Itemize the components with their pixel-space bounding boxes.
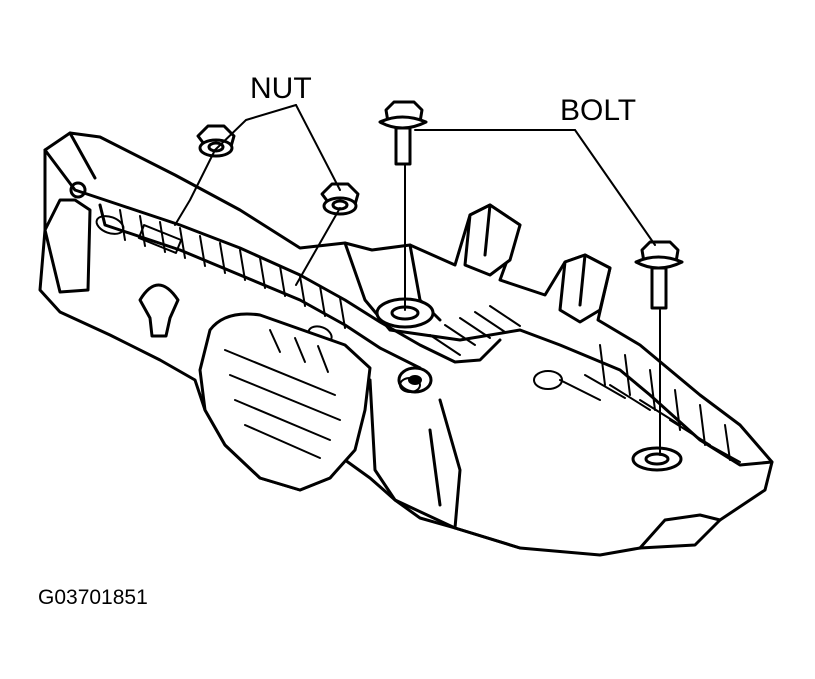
bolt-label: BOLT: [560, 94, 637, 127]
bolt-leader-lines: [404, 129, 661, 456]
bolt-1: [378, 100, 428, 166]
bolt-2: [634, 240, 684, 310]
nut-leader-lines: [174, 104, 341, 286]
engine-cover: [38, 131, 774, 557]
nut-label: NUT: [250, 72, 312, 105]
figure-code: G03701851: [38, 586, 148, 609]
nut-2: [320, 182, 360, 216]
nut-1: [196, 124, 236, 158]
